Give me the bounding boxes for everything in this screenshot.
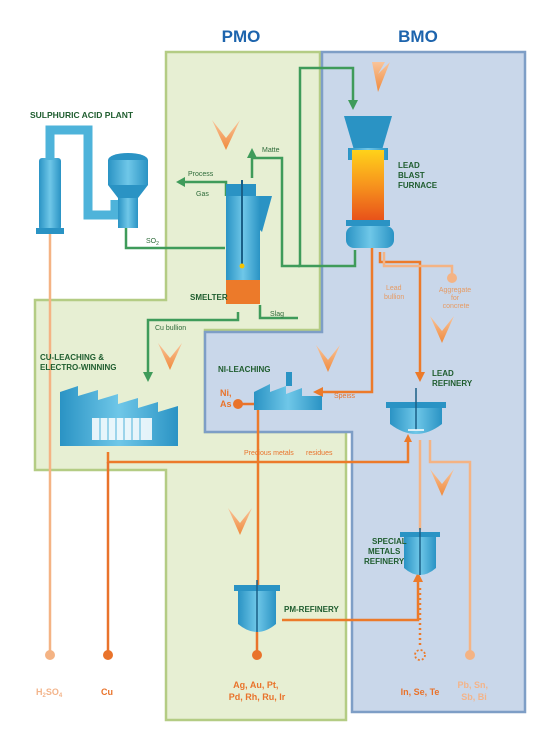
product-pb-sn: Pb, Sn, Sb, Bi bbox=[457, 680, 490, 702]
acid-tower-left bbox=[39, 158, 61, 230]
pm-refinery-label: PM-REFINERY bbox=[284, 605, 339, 614]
ni-as-label: Ni, As bbox=[220, 388, 234, 409]
aggregate-end bbox=[447, 273, 457, 283]
lead-bullion-line bbox=[378, 252, 422, 374]
product-in-se-te: In, Se, Te bbox=[401, 687, 440, 697]
ni-leaching-label: NI-LEACHING bbox=[218, 365, 270, 374]
bmo-title: BMO bbox=[398, 27, 438, 46]
smelter-label: SMELTER bbox=[190, 293, 228, 302]
cu-bullion-line bbox=[146, 312, 240, 374]
lead-blast-furnace bbox=[344, 116, 394, 248]
sulphuric-acid-plant bbox=[36, 125, 148, 234]
so2-label: SO2 bbox=[146, 238, 159, 247]
residues-label: residues bbox=[306, 450, 333, 457]
cu-leaching-plant bbox=[60, 386, 178, 446]
pm-refinery-vessel bbox=[234, 580, 280, 632]
special-product-end bbox=[414, 649, 426, 661]
smelter bbox=[226, 180, 272, 304]
cu-end bbox=[103, 650, 113, 660]
pbsn-line bbox=[428, 440, 472, 655]
acid-duct bbox=[45, 125, 120, 220]
precious-metals-label: Precious metals bbox=[244, 450, 294, 457]
acid-end bbox=[45, 650, 55, 660]
ni-leaching-plant bbox=[254, 372, 322, 410]
feed-arrow-smelter bbox=[212, 120, 240, 150]
product-h2so4: H2SO4 bbox=[36, 687, 63, 699]
orange-flows bbox=[106, 248, 422, 622]
pmo-title: PMO bbox=[222, 27, 261, 46]
smelter-melt bbox=[226, 280, 260, 304]
acid-tank bbox=[108, 160, 148, 185]
product-pm: Ag, Au, Pt, Pd, Rh, Ru, Ir bbox=[229, 680, 286, 702]
pbsn-end bbox=[465, 650, 475, 660]
feed-arrow-cu bbox=[158, 343, 182, 370]
orange-arrowheads bbox=[313, 372, 425, 582]
light-orange-flows bbox=[48, 234, 472, 655]
acid-plant-label: SULPHURIC ACID PLANT bbox=[30, 110, 134, 120]
feed-arrows bbox=[158, 62, 454, 535]
cu-bullion-label: Cu bullion bbox=[155, 325, 186, 332]
so2-line bbox=[124, 228, 225, 250]
pm-end bbox=[252, 650, 262, 660]
matte-line bbox=[250, 156, 300, 268]
feed-arrow-lead-refinery bbox=[430, 316, 454, 343]
lead-bullion-label: Lead bullion bbox=[384, 285, 404, 301]
gas-label: Gas bbox=[196, 191, 209, 198]
special-refinery-vessel bbox=[400, 528, 440, 575]
speiss-label: Speiss bbox=[334, 393, 356, 400]
feed-arrow-ni bbox=[316, 345, 340, 372]
special-refinery-label: SPECIAL METALS REFINERY bbox=[364, 537, 409, 566]
feed-arrow-furnace bbox=[372, 62, 390, 92]
product-cu: Cu bbox=[101, 687, 113, 697]
feed-arrow-special bbox=[430, 469, 454, 496]
slag-label: Slag bbox=[270, 311, 284, 318]
feed-arrow-pm bbox=[228, 508, 252, 535]
furnace-fire bbox=[352, 150, 384, 220]
slag-line bbox=[258, 305, 298, 320]
pmo-zone bbox=[33, 50, 348, 722]
bmo-zone bbox=[203, 50, 527, 714]
matte-label: Matte bbox=[262, 147, 280, 154]
furnace-label: LEAD BLAST FURNACE bbox=[398, 161, 438, 190]
pm-to-special-line bbox=[282, 580, 420, 622]
top-loop-line bbox=[298, 66, 355, 266]
lead-refinery-vessel bbox=[386, 388, 446, 434]
lead-refinery-label: LEAD REFINERY bbox=[432, 369, 473, 388]
aggregate-label: Aggregate for concrete bbox=[439, 287, 473, 310]
process-label: Process bbox=[188, 171, 214, 178]
furnace-feed-line bbox=[298, 250, 357, 268]
speiss-line bbox=[323, 248, 374, 394]
green-arrowheads bbox=[143, 100, 358, 382]
cu-leaching-label: CU-LEACHING & ELECTRO-WINNING bbox=[40, 353, 116, 372]
